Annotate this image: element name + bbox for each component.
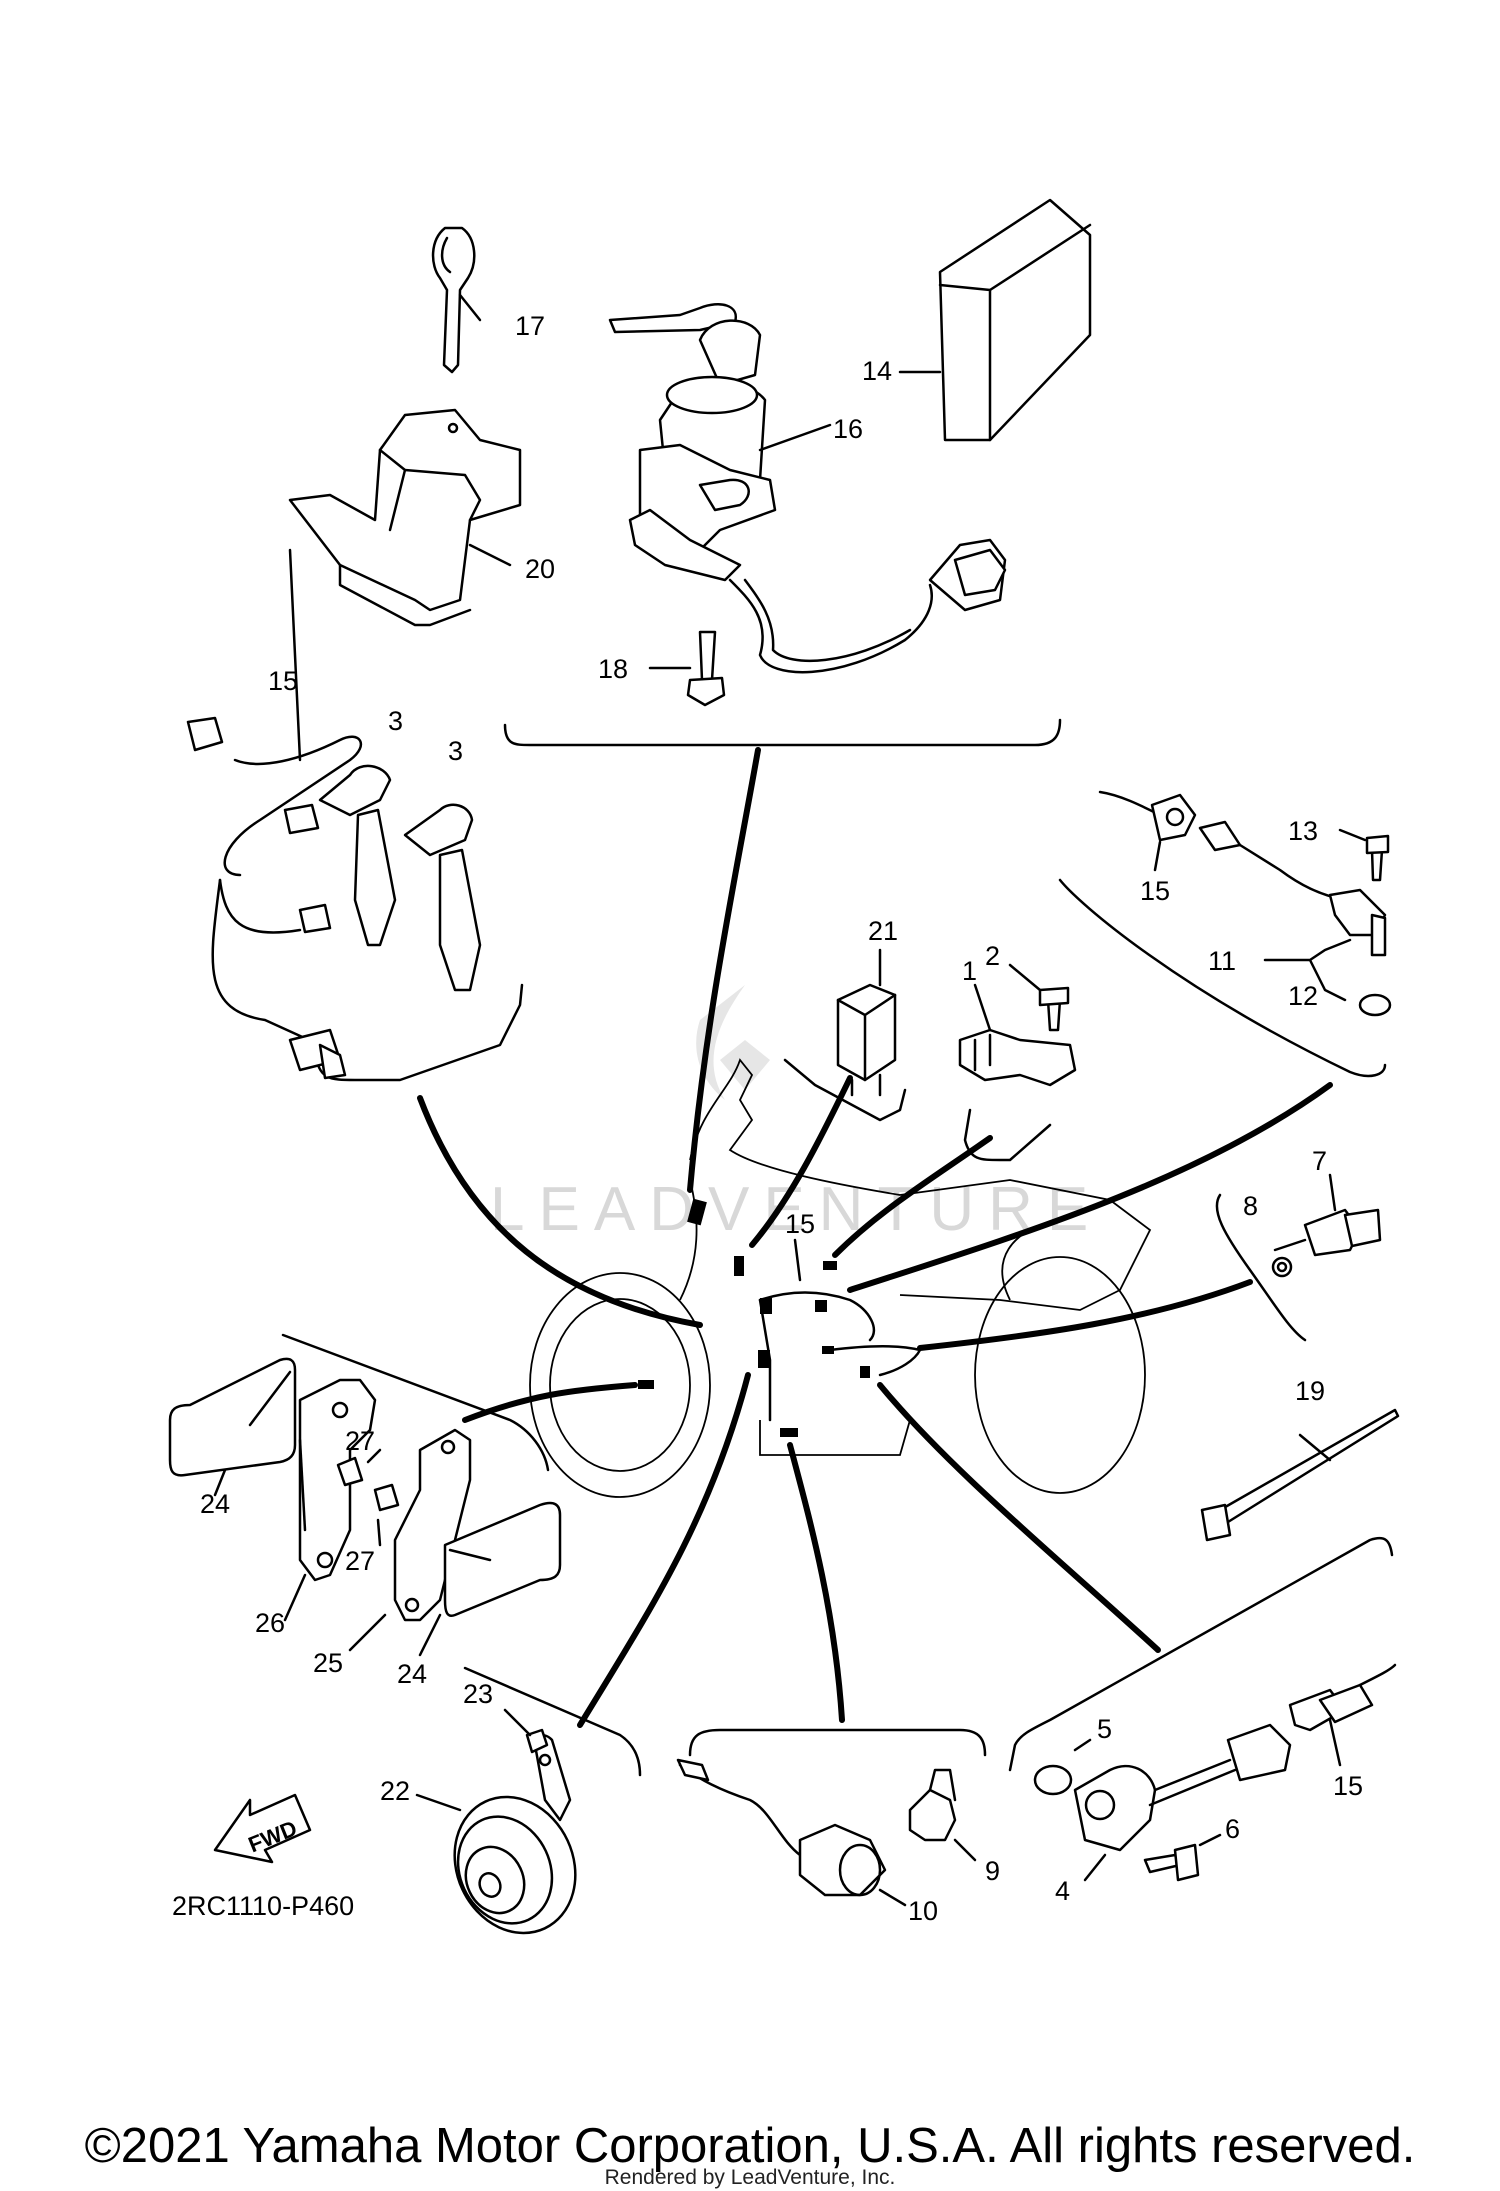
watermark: LEADVENTURE	[490, 985, 1102, 1244]
motorcycle-outline	[529, 1058, 1152, 1498]
horn-part-22-23: 23 22	[380, 1679, 577, 1935]
relay-part-21: 21	[836, 916, 898, 1097]
label-3-a: 3	[388, 706, 403, 736]
label-7: 7	[1312, 1146, 1327, 1176]
label-16: 16	[833, 414, 863, 444]
screw-part-18: 18	[598, 630, 726, 707]
label-23: 23	[463, 1679, 493, 1709]
label-12: 12	[1288, 981, 1318, 1011]
sensor-part-11-12-13: 15 13 11 12	[1098, 790, 1392, 1017]
parts-7-8: 15 7 8	[785, 1146, 1382, 1278]
label-1: 1	[962, 956, 977, 986]
label-6: 6	[1225, 1814, 1240, 1844]
harness-coils-part-15-3: 15 3 3	[186, 548, 482, 1080]
label-3-b: 3	[448, 736, 463, 766]
copyright-text: ©2021 Yamaha Motor Corporation, U.S.A. A…	[84, 2119, 1416, 2173]
label-5: 5	[1097, 1714, 1112, 1744]
sensors-part-9-10: 10 9	[676, 1758, 1000, 1926]
cable-tie-part-19: 19	[1200, 1376, 1400, 1542]
ecu-part-14: 14	[862, 198, 1092, 442]
label-26: 26	[255, 1608, 285, 1638]
diagram-code: 2RC1110-P460	[172, 1891, 354, 1921]
watermark-text: LEADVENTURE	[490, 1175, 1102, 1244]
label-21: 21	[868, 916, 898, 946]
label-17: 17	[515, 311, 545, 341]
label-24-bottom: 24	[397, 1659, 427, 1689]
reflector-brackets-part-24-27: 27 27 24 26 25 24	[168, 1357, 562, 1689]
rendered-by-text: Rendered by LeadVenture, Inc.	[604, 2166, 896, 2189]
label-27-b: 27	[345, 1546, 375, 1576]
label-4: 4	[1055, 1876, 1070, 1906]
label-25: 25	[313, 1648, 343, 1678]
label-18: 18	[598, 654, 628, 684]
label-9: 9	[985, 1856, 1000, 1886]
label-11: 11	[1208, 946, 1236, 976]
label-15-bottom-right: 15	[1333, 1771, 1363, 1801]
label-15-center: 15	[785, 1209, 815, 1239]
label-22: 22	[380, 1776, 410, 1806]
sensor-part-4-5-6: 4 5 6 15	[1033, 1663, 1397, 1906]
sensor-part-1-2: 1 2	[958, 941, 1077, 1087]
ignition-switch-part-16: 16	[608, 303, 1007, 674]
label-15-top-left: 15	[268, 666, 298, 696]
label-24-left: 24	[200, 1489, 230, 1519]
label-2: 2	[985, 941, 1000, 971]
label-20: 20	[525, 554, 555, 584]
fwd-arrow-icon: FWD	[213, 1793, 312, 1864]
bracket-part-20: 20	[288, 408, 555, 627]
central-harness	[638, 1198, 922, 1437]
label-13: 13	[1288, 816, 1318, 846]
label-8: 8	[1243, 1191, 1258, 1221]
key-part-17: 17	[431, 226, 545, 374]
label-10: 10	[908, 1896, 938, 1926]
label-15-top-right: 15	[1140, 876, 1170, 906]
label-27-a: 27	[345, 1426, 375, 1456]
label-19: 19	[1295, 1376, 1325, 1406]
label-14: 14	[862, 356, 892, 386]
